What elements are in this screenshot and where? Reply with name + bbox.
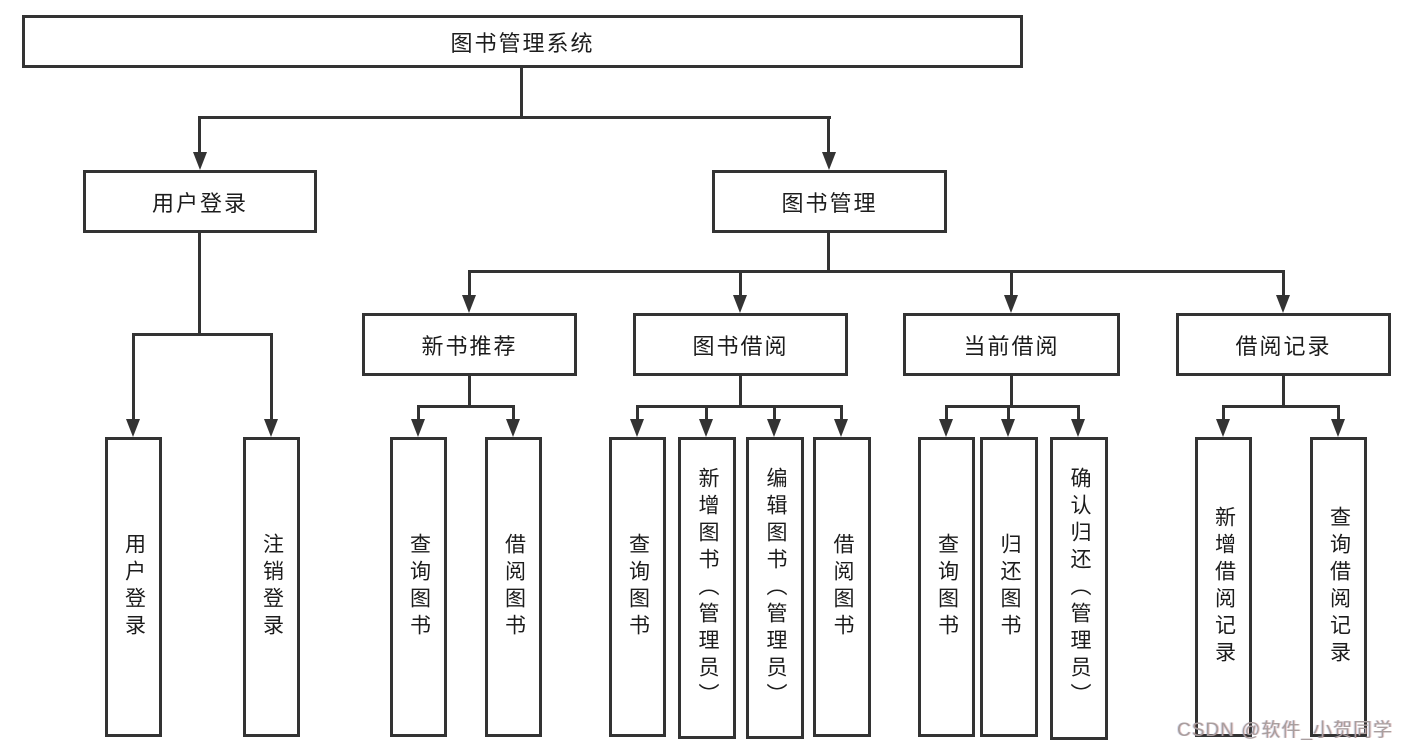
leaf-borrow-books-recommend: 借阅图书 (485, 437, 542, 737)
node-borrowing-records-label: 借阅记录 (1235, 333, 1332, 359)
leaf-confirm-return-admin-label: 确认归还（管理员） (1068, 467, 1091, 710)
connector-line (1222, 405, 1225, 421)
node-root: 图书管理系统 (22, 15, 1023, 68)
connector-line (739, 270, 742, 297)
connector-line (1282, 376, 1285, 407)
leaf-query-borrow-record-label: 查询借阅记录 (1327, 506, 1351, 668)
connector-line (945, 405, 948, 421)
connector-line (827, 116, 830, 154)
csdn-watermark: CSDN @软件_小贺同学 (1177, 720, 1393, 741)
connector-line (468, 376, 471, 407)
connector-line (1010, 270, 1013, 297)
connector-line (1337, 405, 1340, 421)
arrowhead-down (1331, 419, 1345, 437)
connector-line (945, 405, 1080, 408)
leaf-query-borrow-record: 查询借阅记录 (1310, 437, 1367, 737)
leaf-return-book-label: 归还图书 (998, 533, 1021, 641)
node-current-borrowing: 当前借阅 (903, 313, 1120, 376)
connector-line (827, 233, 830, 272)
connector-line (636, 405, 639, 421)
leaf-query-books-recommend: 查询图书 (390, 437, 447, 737)
connector-line (773, 405, 776, 421)
connector-line (739, 376, 742, 407)
arrowhead-down (506, 419, 520, 437)
arrowhead-down (630, 419, 644, 437)
node-book-management: 图书管理 (712, 170, 947, 233)
arrowhead-down (699, 419, 713, 437)
leaf-query-books-recommend-label: 查询图书 (407, 533, 431, 641)
node-book-management-label: 图书管理 (781, 190, 878, 216)
connector-line (270, 333, 273, 421)
connector-line (520, 68, 523, 117)
arrowhead-down (822, 152, 836, 170)
arrowhead-down (1071, 419, 1085, 437)
node-user-login-branch: 用户登录 (83, 170, 317, 233)
node-borrowing-records: 借阅记录 (1176, 313, 1391, 376)
leaf-query-books-borrowing: 查询图书 (609, 437, 666, 737)
arrowhead-down (1216, 419, 1230, 437)
node-root-label: 图书管理系统 (450, 30, 595, 56)
node-book-borrowing-label: 图书借阅 (692, 333, 789, 359)
connector-line (1222, 405, 1340, 408)
connector-line (636, 405, 843, 408)
leaf-return-book: 归还图书 (980, 437, 1038, 737)
leaf-add-book-admin: 新增图书（管理员） (678, 437, 736, 739)
leaf-add-borrow-record-label: 新增借阅记录 (1212, 506, 1236, 668)
node-user-login-branch-label: 用户登录 (151, 190, 248, 216)
leaf-logout-label: 注销登录 (260, 533, 284, 641)
leaf-logout: 注销登录 (243, 437, 300, 737)
arrowhead-down (193, 152, 207, 170)
leaf-query-books-borrowing-label: 查询图书 (626, 533, 650, 641)
arrowhead-down (462, 295, 476, 313)
arrowhead-down (264, 419, 278, 437)
arrowhead-down (1004, 295, 1018, 313)
connector-line (840, 405, 843, 421)
connector-line (198, 233, 201, 335)
arrowhead-down (126, 419, 140, 437)
leaf-query-books-current-label: 查询图书 (935, 533, 959, 641)
leaf-query-books-current: 查询图书 (918, 437, 975, 737)
connector-line (1010, 376, 1013, 407)
connector-line (132, 333, 273, 336)
leaf-borrow-books: 借阅图书 (813, 437, 871, 737)
connector-line (132, 333, 135, 421)
arrowhead-down (411, 419, 425, 437)
arrowhead-down (834, 419, 848, 437)
leaf-edit-book-admin: 编辑图书（管理员） (746, 437, 804, 739)
arrowhead-down (939, 419, 953, 437)
arrowhead-down (767, 419, 781, 437)
connector-line (1282, 270, 1285, 297)
connector-line (1077, 405, 1080, 421)
leaf-user-login: 用户登录 (105, 437, 162, 737)
leaf-add-book-admin-label: 新增图书（管理员） (696, 466, 719, 710)
arrowhead-down (1001, 419, 1015, 437)
leaf-borrow-books-recommend-label: 借阅图书 (502, 533, 526, 641)
connector-line (705, 405, 708, 421)
leaf-confirm-return-admin: 确认归还（管理员） (1050, 437, 1108, 740)
connector-line (417, 405, 420, 421)
arrowhead-down (1276, 295, 1290, 313)
arrowhead-down (733, 295, 747, 313)
connector-line (512, 405, 515, 421)
connector-line (198, 116, 201, 154)
node-current-borrowing-label: 当前借阅 (963, 333, 1060, 359)
leaf-borrow-books-label: 借阅图书 (831, 533, 854, 641)
leaf-add-borrow-record: 新增借阅记录 (1195, 437, 1252, 737)
leaf-user-login-label: 用户登录 (122, 533, 146, 641)
connector-line (1007, 405, 1010, 421)
connector-line (198, 116, 831, 119)
node-new-book-recommend: 新书推荐 (362, 313, 577, 376)
connector-line (417, 405, 515, 408)
leaf-edit-book-admin-label: 编辑图书（管理员） (764, 466, 787, 710)
connector-line (468, 270, 1285, 273)
node-new-book-recommend-label: 新书推荐 (421, 333, 518, 359)
connector-line (468, 270, 471, 297)
node-book-borrowing: 图书借阅 (633, 313, 848, 376)
